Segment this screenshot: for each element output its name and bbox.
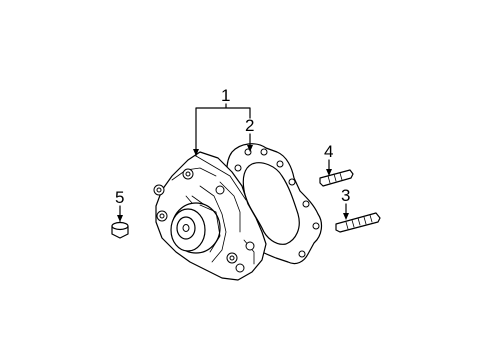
callout-1: 1 <box>221 86 230 105</box>
plug <box>111 221 129 239</box>
callout-4: 4 <box>324 142 333 161</box>
callout-2: 2 <box>245 116 254 135</box>
stud-short <box>319 169 354 187</box>
water-pump <box>153 151 267 281</box>
leader-lines <box>117 103 349 222</box>
callout-3: 3 <box>341 186 350 205</box>
stud-long <box>335 212 381 233</box>
callout-5: 5 <box>115 188 124 207</box>
